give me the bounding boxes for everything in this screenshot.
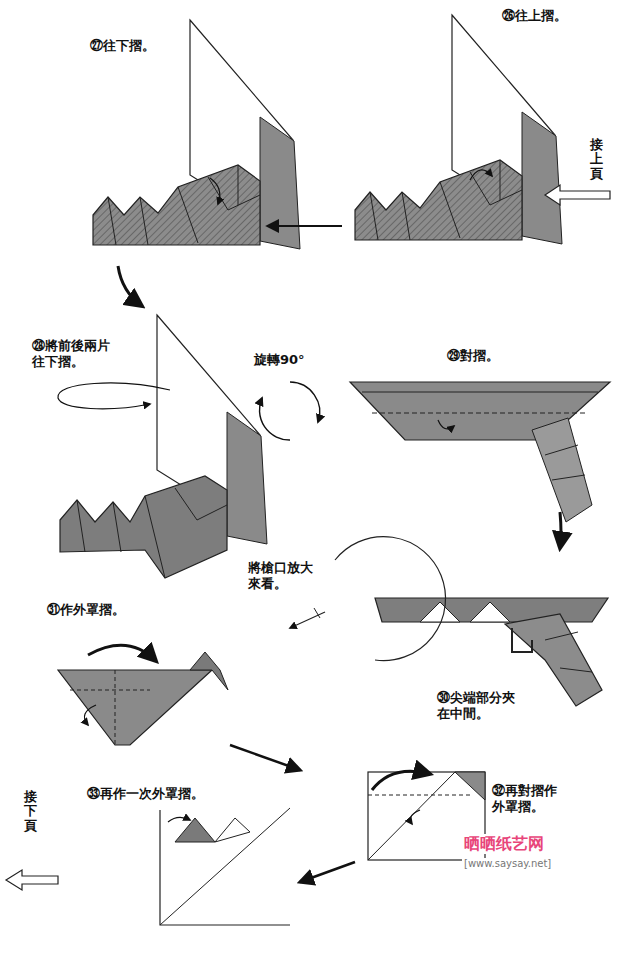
watermark: [www.saysay.net] — [462, 858, 553, 871]
step-caption: ㉖往上摺。 — [500, 8, 569, 24]
step-caption: ㉜再對摺作外罩摺。 — [490, 783, 567, 816]
page-note: 接上頁 — [588, 138, 605, 181]
step-caption: ㉙對摺。 — [445, 348, 501, 364]
step-caption: ㉚尖端部分夾在中間。 — [435, 690, 525, 723]
step-caption: ㉗往下摺。 — [88, 38, 157, 54]
step-caption: ㉛作外罩摺。 — [45, 602, 127, 618]
step-figure — [93, 20, 300, 249]
step-caption: ㉘將前後兩片往下摺。 — [30, 338, 120, 371]
step-figure — [355, 15, 562, 244]
watermark: 晒晒纸艺网 — [462, 834, 546, 854]
zoom-note: 將槍口放大來看。 — [246, 560, 323, 593]
rotate-note: 旋轉90° — [252, 352, 307, 368]
step-caption: ㉝再作一次外罩摺。 — [85, 786, 206, 802]
page-note: 接下頁 — [22, 790, 39, 833]
